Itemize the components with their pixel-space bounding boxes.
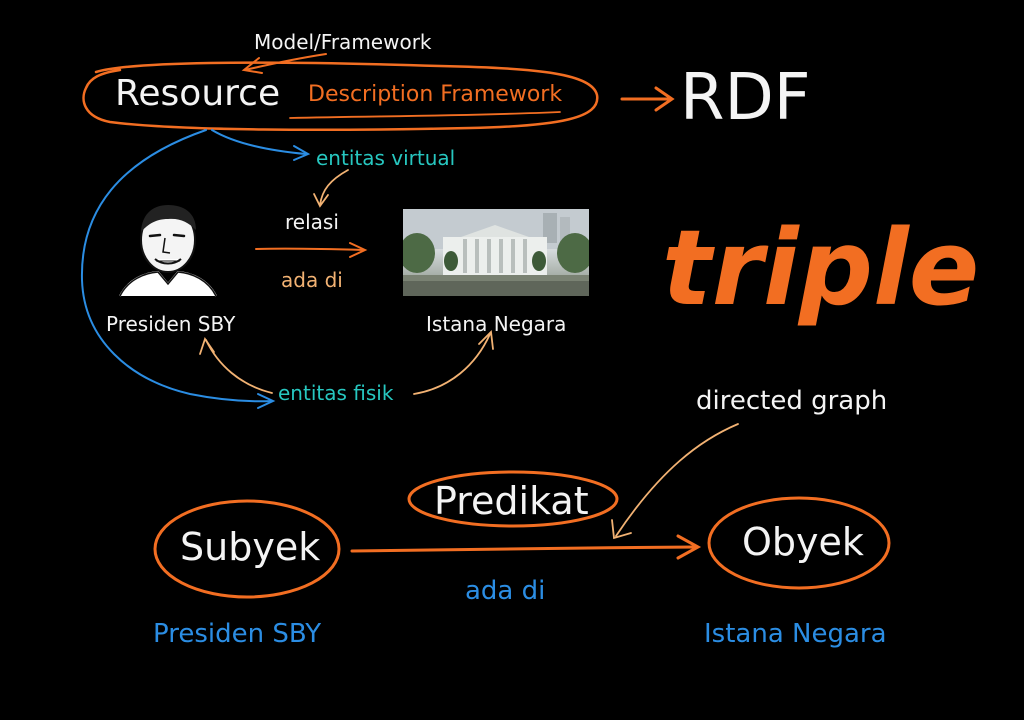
object-outline xyxy=(707,496,891,590)
relation-label: relasi xyxy=(285,210,339,234)
description-framework-label: Description Framework xyxy=(308,82,563,107)
president-label: Presiden SBY xyxy=(106,312,236,336)
predicate-value-label: ada di xyxy=(465,576,546,606)
directed-graph-label: directed graph xyxy=(696,386,888,416)
physical-to-palace-arrow xyxy=(413,333,491,395)
physical-to-president-arrow xyxy=(205,339,273,394)
model-framework-label: Model/Framework xyxy=(254,30,432,54)
resource-label: Resource xyxy=(115,73,281,114)
sketch-portrait-icon xyxy=(119,205,217,297)
relation-value-label: ada di xyxy=(281,268,343,292)
virtual-to-palace-arrow xyxy=(319,169,349,206)
relation-arrow xyxy=(255,247,365,251)
palace-photo xyxy=(403,209,589,296)
object-value-label: Istana Negara xyxy=(704,619,887,649)
palace-label: Istana Negara xyxy=(426,312,567,336)
subject-label: Subyek xyxy=(180,525,321,569)
predicate-label: Predikat xyxy=(434,479,589,523)
resource-underline xyxy=(289,111,561,119)
model-framework-arrow xyxy=(244,53,327,71)
predicate-outline xyxy=(407,470,619,528)
virtual-entity-arrow xyxy=(211,129,307,155)
object-label: Obyek xyxy=(742,520,864,564)
directed-graph-arrow xyxy=(615,423,739,537)
physical-entity-arrow xyxy=(80,129,273,403)
triple-arrow xyxy=(350,545,698,553)
subject-outline xyxy=(153,499,341,599)
rdf-label: RDF xyxy=(680,61,811,135)
palace-illustration xyxy=(403,209,589,296)
physical-entity-label: entitas fisik xyxy=(278,381,394,405)
triple-label: triple xyxy=(662,207,980,329)
subject-value-label: Presiden SBY xyxy=(153,619,322,649)
resource-outline xyxy=(82,61,599,132)
virtual-entity-label: entitas virtual xyxy=(316,146,456,170)
